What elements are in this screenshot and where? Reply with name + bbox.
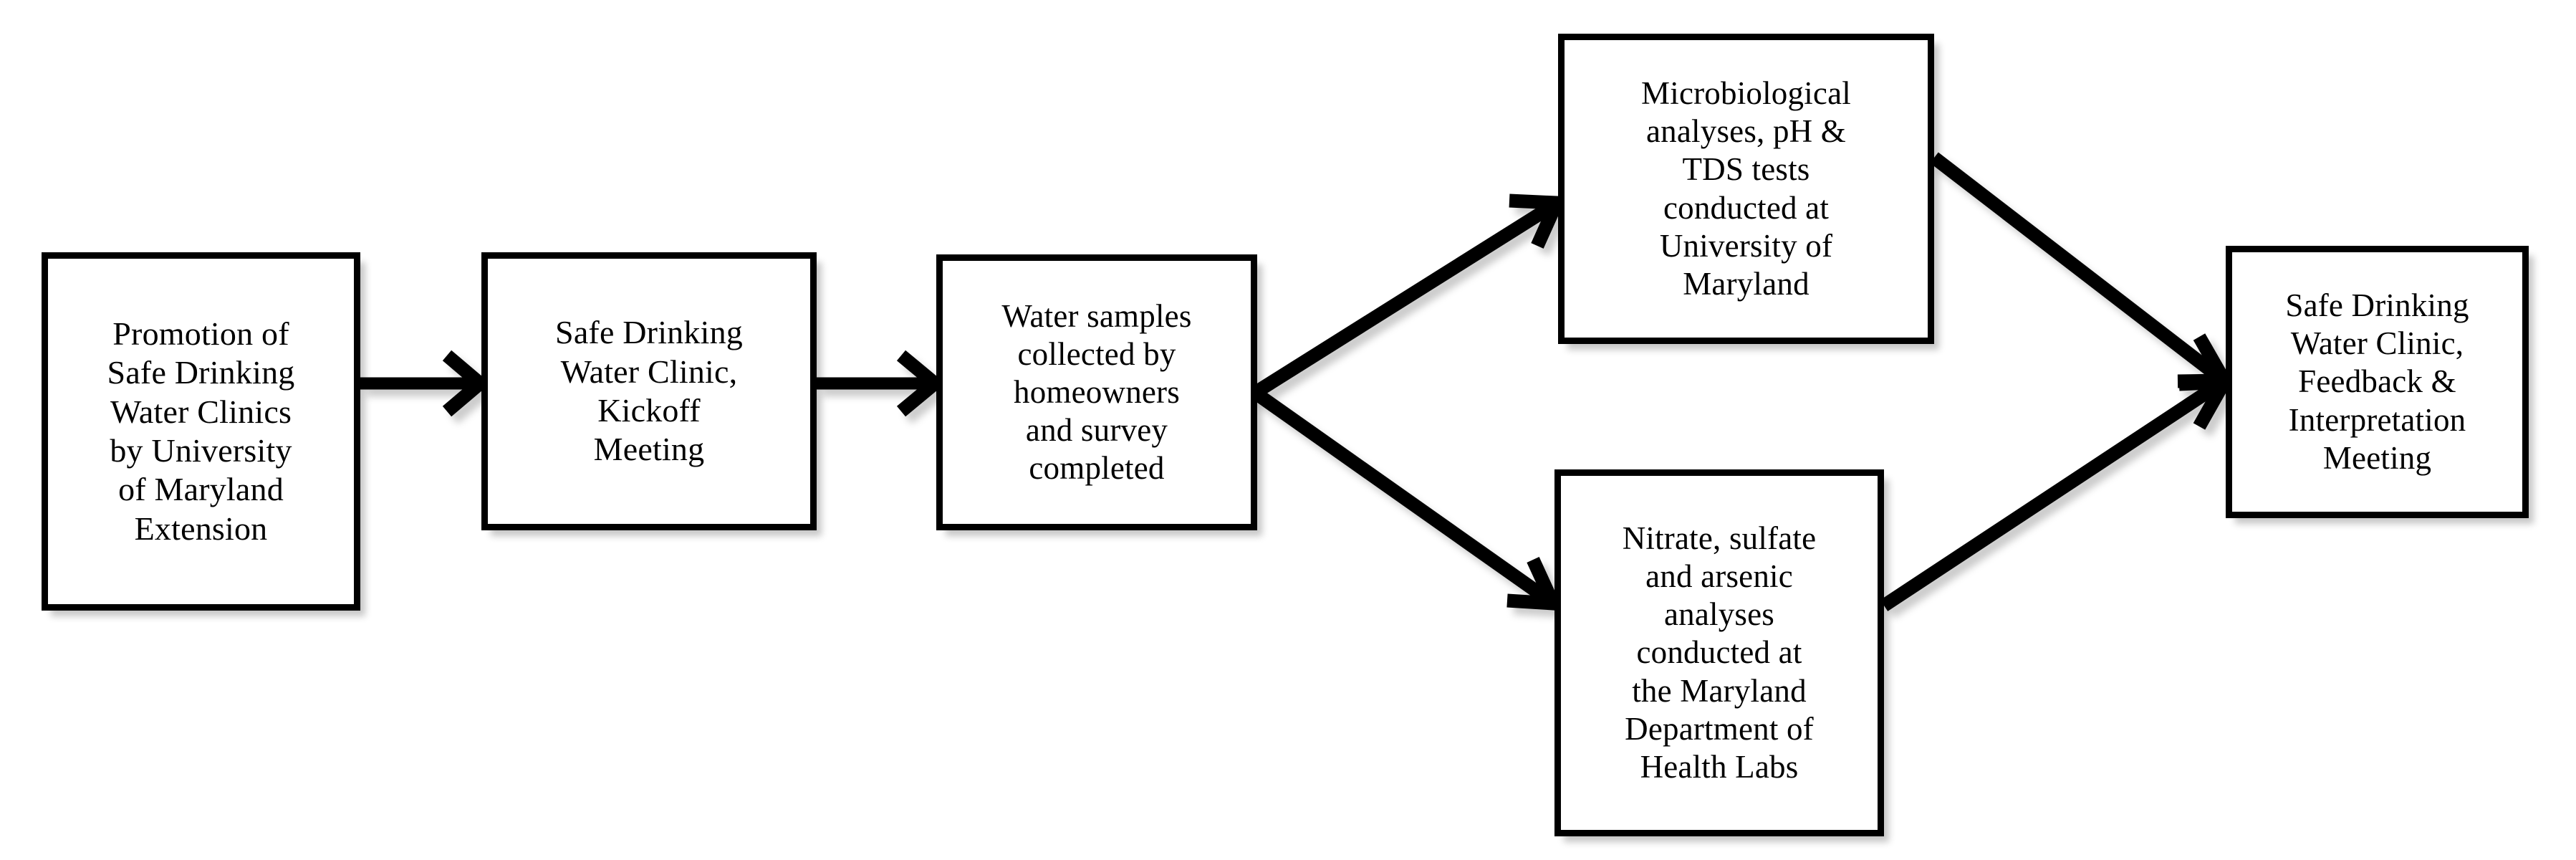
node-samples-label: Water samples collected by homeowners an… bbox=[1001, 297, 1192, 487]
node-microbiological-analyses[interactable]: Microbiological analyses, pH & TDS tests… bbox=[1558, 34, 1934, 344]
arrow-promotion-to-kickoff bbox=[360, 350, 491, 417]
node-promotion-of-clinics[interactable]: Promotion of Safe Drinking Water Clinics… bbox=[42, 252, 360, 611]
node-nitrate-label: Nitrate, sulfate and arsenic analyses co… bbox=[1622, 520, 1817, 785]
arrow-samples-to-micro bbox=[1251, 194, 1567, 399]
node-micro-label: Microbiological analyses, pH & TDS tests… bbox=[1641, 75, 1851, 302]
node-feedback-interpretation-meeting[interactable]: Safe Drinking Water Clinic, Feedback & I… bbox=[2226, 246, 2529, 518]
node-feedback-label: Safe Drinking Water Clinic, Feedback & I… bbox=[2285, 287, 2469, 476]
arrow-micro-to-feedback bbox=[1930, 152, 2236, 388]
arrow-nitrate-to-feedback bbox=[1880, 374, 2236, 611]
node-kickoff-label: Safe Drinking Water Clinic, Kickoff Meet… bbox=[555, 314, 743, 468]
node-nitrate-sulfate-arsenic-analyses[interactable]: Nitrate, sulfate and arsenic analyses co… bbox=[1554, 469, 1884, 836]
arrow-samples-to-nitrate bbox=[1251, 387, 1565, 611]
node-water-samples-collected[interactable]: Water samples collected by homeowners an… bbox=[936, 254, 1257, 530]
arrow-kickoff-to-samples bbox=[817, 350, 946, 417]
node-promotion-label: Promotion of Safe Drinking Water Clinics… bbox=[107, 315, 295, 547]
node-kickoff-meeting[interactable]: Safe Drinking Water Clinic, Kickoff Meet… bbox=[481, 252, 817, 530]
